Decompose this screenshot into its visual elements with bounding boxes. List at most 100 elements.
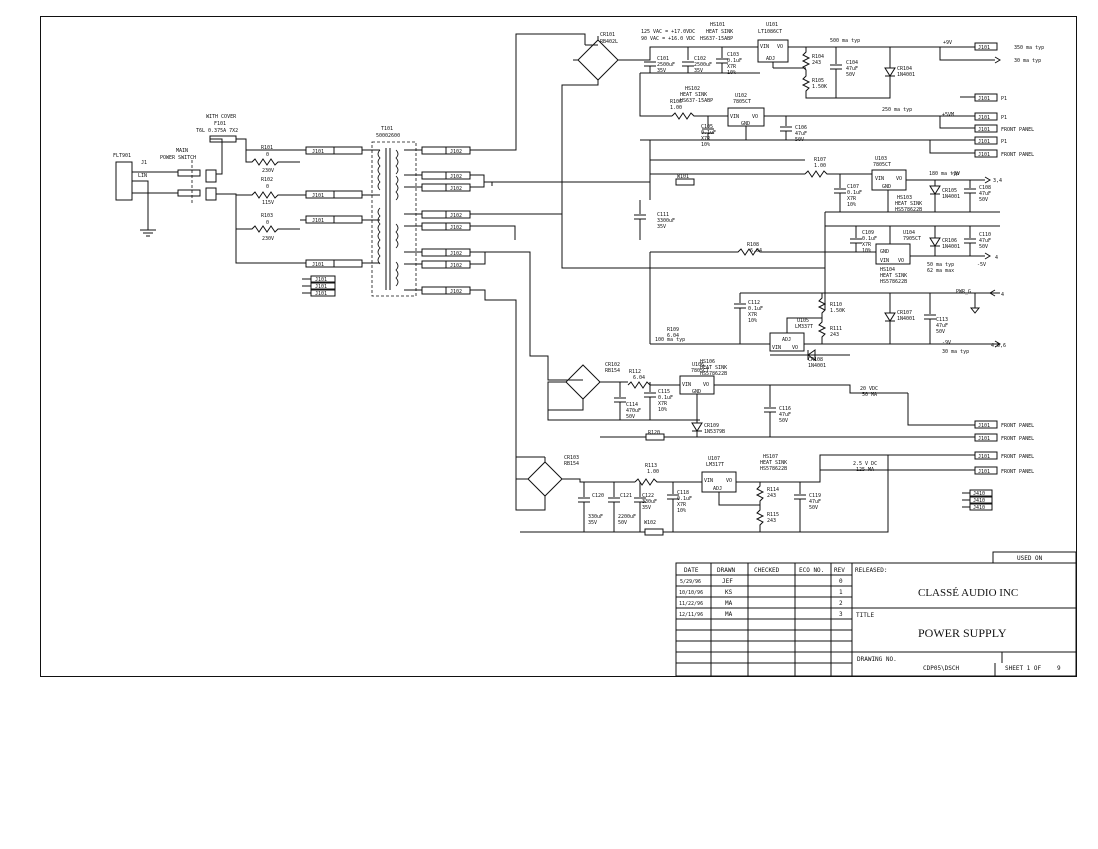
svg-text:10%: 10%: [677, 508, 686, 514]
svg-text:HS101: HS101: [710, 22, 725, 28]
svg-text:HS104: HS104: [880, 267, 895, 273]
svg-text:HS103: HS103: [897, 195, 912, 201]
svg-text:1.00: 1.00: [670, 105, 682, 111]
svg-text:VO: VO: [777, 44, 783, 50]
svg-text:50V: 50V: [779, 418, 788, 424]
svg-text:5/29/96: 5/29/96: [680, 579, 701, 585]
svg-text:GND: GND: [741, 121, 750, 127]
svg-text:R110: R110: [830, 302, 842, 308]
svg-text:0.1uF: 0.1uF: [701, 130, 716, 136]
svg-text:HEAT SINK: HEAT SINK: [680, 92, 707, 98]
svg-text:J410: J410: [973, 498, 985, 504]
svg-text:JEF: JEF: [722, 578, 733, 585]
svg-text:J101: J101: [978, 423, 990, 429]
sheet-number: SHEET 1 OF: [1005, 665, 1042, 672]
svg-text:1.50K: 1.50K: [830, 308, 845, 314]
svg-text:125 MA: 125 MA: [856, 467, 874, 473]
svg-text:VO: VO: [703, 382, 709, 388]
svg-text:50V: 50V: [979, 244, 988, 250]
bridge-cr101: CR101 RB402L: [573, 32, 625, 86]
svg-text:50 MA: 50 MA: [862, 392, 877, 398]
fuse-label-3: T6L 0.375A 7X2: [196, 128, 238, 134]
fuse-label-1: WITH COVER: [206, 114, 237, 120]
svg-text:3300uF: 3300uF: [657, 218, 675, 224]
svg-text:FRONT PANEL: FRONT PANEL: [1001, 436, 1034, 442]
svg-text:VO: VO: [896, 176, 902, 182]
svg-text:FRONT PANEL: FRONT PANEL: [1001, 152, 1034, 158]
svg-text:VIN: VIN: [682, 382, 691, 388]
svg-text:HS637-15ABP: HS637-15ABP: [700, 36, 733, 42]
svg-text:HEAT SINK: HEAT SINK: [700, 365, 727, 371]
sheet-border: [40, 16, 1077, 677]
svg-text:HEAT SINK: HEAT SINK: [760, 460, 787, 466]
svg-text:125 VAC = +17.0VDC: 125 VAC = +17.0VDC: [641, 29, 695, 35]
svg-text:X7R: X7R: [862, 242, 872, 248]
svg-text:C105: C105: [701, 124, 713, 130]
svg-text:J101: J101: [312, 262, 324, 268]
svg-text:0: 0: [266, 220, 269, 226]
drawing-no-label: DRAWING NO.: [857, 656, 897, 663]
svg-text:180 ma typ: 180 ma typ: [929, 171, 959, 177]
svg-text:1.00: 1.00: [814, 163, 826, 169]
svg-text:CR108: CR108: [808, 357, 823, 363]
svg-text:0.1uF: 0.1uF: [748, 306, 763, 312]
svg-text:J101: J101: [315, 277, 327, 283]
svg-text:C101: C101: [657, 56, 669, 62]
svg-text:1N4001: 1N4001: [897, 72, 915, 78]
svg-text:J102: J102: [450, 263, 462, 269]
title-label: TITLE: [856, 612, 874, 619]
svg-text:0.1uF: 0.1uF: [862, 236, 877, 242]
svg-text:35V: 35V: [642, 505, 651, 511]
svg-text:VIN: VIN: [875, 176, 884, 182]
svg-text:GND: GND: [882, 184, 891, 190]
svg-text:35V: 35V: [588, 520, 597, 526]
svg-text:1N5379B: 1N5379B: [704, 429, 725, 435]
svg-text:VO: VO: [792, 345, 798, 351]
svg-text:0.1uF: 0.1uF: [727, 58, 742, 64]
svg-text:J101: J101: [312, 218, 324, 224]
svg-text:HS578622B: HS578622B: [895, 207, 922, 213]
svg-text:DATE: DATE: [684, 567, 699, 574]
svg-text:J410: J410: [973, 505, 985, 511]
svg-text:X7R: X7R: [748, 312, 758, 318]
svg-text:P1: P1: [1001, 115, 1007, 121]
svg-text:230V: 230V: [262, 236, 274, 242]
svg-text:HEAT SINK: HEAT SINK: [706, 29, 733, 35]
svg-text:6.04: 6.04: [667, 333, 679, 339]
svg-text:C119: C119: [809, 493, 821, 499]
svg-text:X7R: X7R: [658, 401, 668, 407]
svg-text:R103: R103: [261, 213, 273, 219]
svg-text:35V: 35V: [657, 68, 666, 74]
svg-text:R111: R111: [830, 326, 842, 332]
svg-text:35V: 35V: [657, 224, 666, 230]
svg-text:47uF: 47uF: [809, 499, 821, 505]
rail-u103: R107 1.00 U103 7805CT VIN VO GND HS103 H…: [650, 156, 1002, 213]
svg-text:ADJ: ADJ: [766, 56, 775, 62]
drawing-title: POWER SUPPLY: [918, 626, 1007, 640]
rail-u105: PWR_G 4 C112 0.1uF X7R 10% R110 1.50K R1…: [649, 252, 1006, 369]
svg-text:LT1086CT: LT1086CT: [758, 29, 782, 35]
top-rail: 125 VAC = +17.0VDC 90 VAC = +16.0 VDC HS…: [625, 22, 1044, 99]
svg-text:GND: GND: [880, 249, 889, 255]
bridge-cr102: CR102 RB154 R112 6.04 U106 7805CT HS106 …: [547, 359, 1034, 442]
svg-text:C104: C104: [846, 60, 858, 66]
drawing-number: CDP05\DSCH: [923, 665, 960, 672]
svg-text:C121: C121: [620, 493, 632, 499]
svg-text:0.1uF: 0.1uF: [677, 496, 692, 502]
svg-text:HS578622B: HS578622B: [760, 466, 787, 472]
svg-text:MA: MA: [725, 611, 733, 618]
svg-text:LM337T: LM337T: [795, 324, 813, 330]
svg-text:47uF: 47uF: [846, 66, 858, 72]
svg-text:U104: U104: [903, 230, 915, 236]
svg-text:R114: R114: [767, 487, 779, 493]
svg-text:J102: J102: [450, 289, 462, 295]
svg-text:115V: 115V: [262, 200, 274, 206]
svg-text:RB154: RB154: [605, 368, 620, 374]
svg-text:243: 243: [767, 493, 776, 499]
svg-text:J101: J101: [978, 469, 990, 475]
rail-u102: R106 1.00 HS102 HEAT SINK HS637-15ABP U1…: [639, 73, 1034, 158]
svg-text:50V: 50V: [846, 72, 855, 78]
svg-text:C110: C110: [979, 232, 991, 238]
svg-text:3,4: 3,4: [993, 178, 1002, 184]
